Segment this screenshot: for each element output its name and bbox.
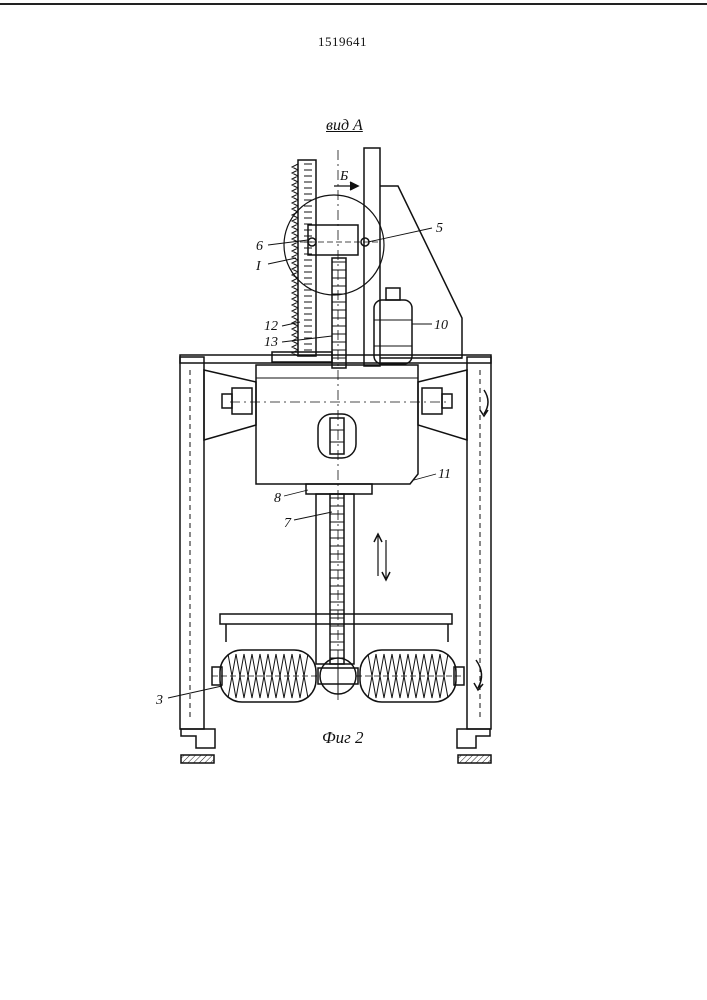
label-13: 13	[264, 335, 278, 350]
right-frame-post	[457, 357, 491, 763]
rotation-arrow-lower	[474, 660, 483, 690]
label-8: 8	[274, 491, 281, 506]
detail-circle-I	[284, 195, 384, 295]
chain-13	[332, 258, 346, 368]
rotary-brush-3-left	[212, 650, 320, 702]
vertical-motion-arrow	[374, 534, 390, 580]
label-10: 10	[434, 318, 448, 333]
label-6: 6	[256, 239, 263, 254]
arrow-label-b: Б	[339, 169, 348, 184]
frame-top-beam	[180, 355, 491, 363]
rotation-arrow-upper	[480, 390, 488, 416]
carriage-top-plate	[272, 352, 332, 362]
label-5: 5	[436, 221, 443, 236]
label-3: 3	[155, 693, 163, 708]
label-7: 7	[284, 516, 292, 531]
label-I: I	[255, 259, 262, 274]
right-trunnion-support	[418, 370, 467, 440]
carriage-body-11	[230, 365, 448, 484]
left-frame-post	[180, 357, 215, 763]
label-12: 12	[264, 319, 278, 334]
mount-plate-8	[306, 484, 372, 494]
left-trunnion-support	[204, 370, 256, 440]
vertical-guide-plate	[364, 148, 462, 366]
leader-lines	[168, 228, 436, 698]
label-11: 11	[438, 467, 451, 482]
vertical-column-7	[316, 494, 354, 664]
rotary-brush-right	[356, 650, 464, 702]
